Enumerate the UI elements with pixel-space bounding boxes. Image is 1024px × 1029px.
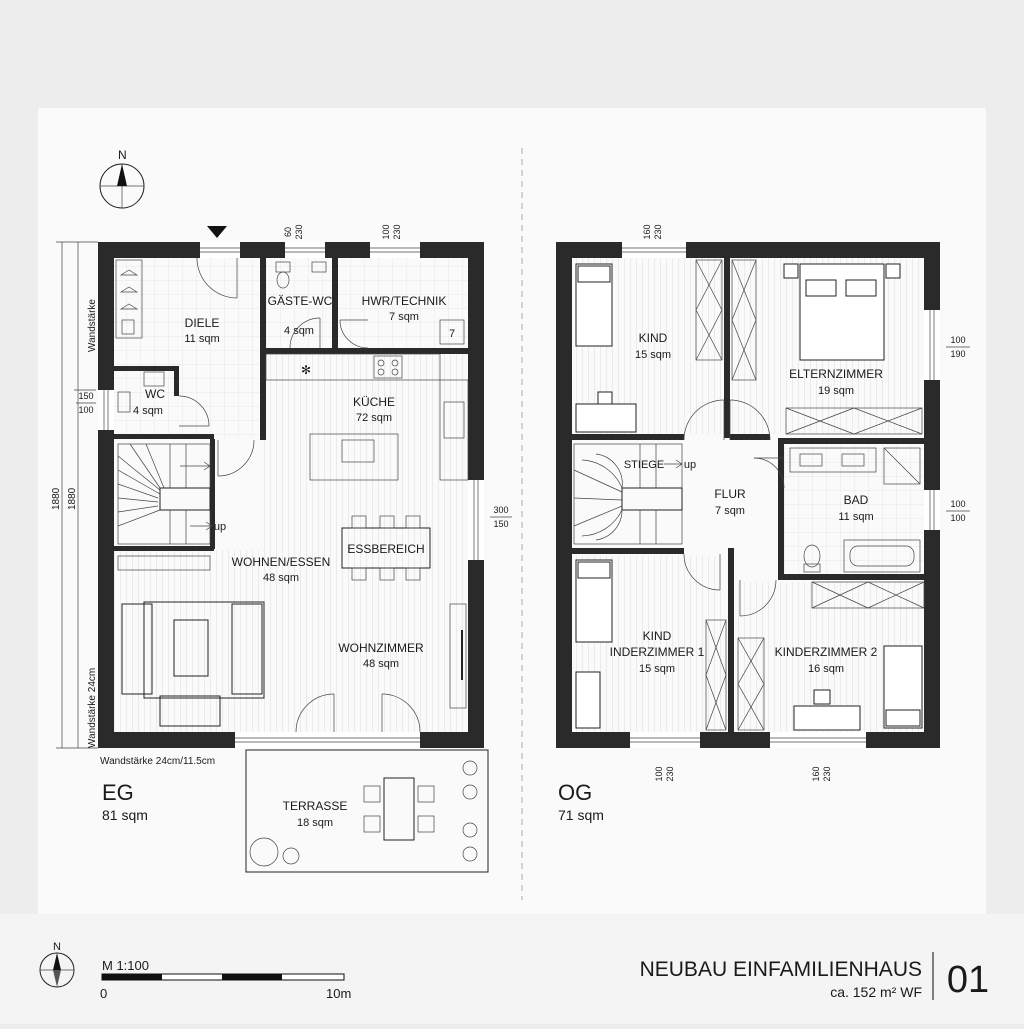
- og-dim-b2b: 230: [822, 766, 832, 781]
- eg-dim-righta: 300: [493, 505, 508, 515]
- room-kueche-area: 72 sqm: [356, 412, 392, 424]
- room-wc-name: WC: [145, 387, 165, 401]
- room-hwr-name: HWR/TECHNIK: [362, 294, 447, 308]
- room-kind2-area: 16 sqm: [808, 663, 844, 675]
- og-floor-plan: STIEGE up 160 230 100 190 100 100 100 23…: [556, 224, 970, 823]
- og-staircase: STIEGE up: [573, 443, 696, 545]
- room-kind1-name1: KIND: [643, 629, 672, 643]
- entrance-marker-icon: [207, 226, 227, 238]
- north-label-footer: N: [53, 941, 61, 953]
- north-arrow-footer-icon: N: [39, 941, 75, 988]
- eg-dim-w1a: 60: [283, 227, 293, 237]
- room-diele-name: DIELE: [185, 316, 220, 330]
- north-label: N: [118, 148, 127, 162]
- eg-side-label-bottom: Wandstärke 24cm: [87, 668, 98, 748]
- room-bad-name: BAD: [844, 493, 869, 507]
- room-wohnen-essen-area: 48 sqm: [263, 572, 299, 584]
- og-dim-b1a: 100: [654, 766, 664, 781]
- eg-floor-label: EG: [102, 780, 134, 805]
- og-dim-topa: 160: [642, 224, 652, 239]
- scale-bar: [101, 973, 345, 981]
- og-floor-label: OG: [558, 780, 592, 805]
- room-hwr-area: 7 sqm: [389, 311, 419, 323]
- room-eltern-name: ELTERNZIMMER: [789, 367, 883, 381]
- title-block: N M 1:100 0 10m NEUBAU EINFAMILIENHAUS c…: [39, 941, 989, 1001]
- room-terrasse-name: TERRASSE: [283, 799, 348, 813]
- room-essbereich-name: ESSBEREICH: [347, 542, 424, 556]
- og-dim-topb: 230: [653, 224, 663, 239]
- sheet-number: 01: [947, 959, 989, 1001]
- og-dim-r2a: 100: [950, 499, 965, 509]
- scale-end: 10m: [326, 986, 351, 1001]
- eg-side-label-top: Wandstärke: [87, 299, 98, 352]
- north-arrow-icon: N: [99, 148, 145, 209]
- og-dim-r1b: 190: [950, 349, 965, 359]
- room-flur-name: FLUR: [714, 487, 746, 501]
- room-wc-area: 4 sqm: [133, 405, 163, 417]
- plant-icon: [249, 760, 478, 867]
- eg-stairs-label: up: [214, 521, 226, 533]
- room-wohnzimmer-name: WOHNZIMMER: [338, 641, 424, 655]
- room-gaeste-wc-name: GÄSTE-WC: [268, 294, 333, 308]
- room-kind-name: KIND: [639, 331, 668, 345]
- project-title: NEUBAU EINFAMILIENHAUS: [640, 958, 922, 981]
- room-wohnen-essen-name: WOHNEN/ESSEN: [232, 555, 331, 569]
- og-stairs-up: up: [684, 459, 696, 471]
- og-dim-r1a: 100: [950, 335, 965, 345]
- eg-dim-rightb: 150: [493, 519, 508, 529]
- eg-floor-area: 81 sqm: [102, 807, 148, 823]
- terrace: [245, 749, 489, 873]
- og-floor-area: 71 sqm: [558, 807, 604, 823]
- eg-wall-note: Wandstärke 24cm/11.5cm: [100, 756, 215, 767]
- og-stairs-label: STIEGE: [624, 459, 664, 471]
- og-dim-r2b: 100: [950, 513, 965, 523]
- scale-label: M 1:100: [102, 958, 149, 973]
- room-kind2-name: KINDERZIMMER 2: [775, 645, 878, 659]
- room-gaeste-wc-area: 4 sqm: [284, 325, 314, 337]
- eg-dim-wca: 150: [78, 391, 93, 401]
- og-furniture: [575, 263, 923, 731]
- eg-floor-plan: 7 ✻: [51, 224, 512, 873]
- eg-side-dim-2: 1880: [67, 487, 78, 510]
- room-wohnzimmer-area: 48 sqm: [363, 658, 399, 670]
- room-flur-area: 7 sqm: [715, 505, 745, 517]
- room-kind1-area: 15 sqm: [639, 663, 675, 675]
- eg-dim-wcb: 100: [78, 405, 93, 415]
- eg-staircase: up: [117, 443, 226, 545]
- room-kind-area: 15 sqm: [635, 349, 671, 361]
- room-terrasse-area: 18 sqm: [297, 817, 333, 829]
- og-dim-b1b: 230: [665, 766, 675, 781]
- project-subtitle: ca. 152 m² WF: [830, 984, 922, 1000]
- eg-dim-w1b: 230: [294, 224, 304, 239]
- svg-text:✻: ✻: [301, 363, 311, 377]
- room-bad-area: 11 sqm: [838, 511, 873, 523]
- eg-dim-w2a: 100: [381, 224, 391, 239]
- hanger-icon: [119, 269, 139, 335]
- kitchen-island: [309, 433, 399, 481]
- eg-side-dim-1: 1880: [51, 487, 62, 510]
- eg-dim-w2b: 230: [392, 224, 402, 239]
- og-dim-b2a: 160: [811, 766, 821, 781]
- room-kueche-name: KÜCHE: [353, 395, 395, 409]
- bath-fixtures: [789, 447, 921, 573]
- living-furniture: [121, 601, 265, 727]
- hwr-tag: 7: [449, 328, 455, 340]
- room-kind1-name2: INDERZIMMER 1: [610, 645, 705, 659]
- scale-start: 0: [100, 986, 107, 1001]
- room-diele-area: 11 sqm: [184, 333, 219, 345]
- room-eltern-area: 19 sqm: [818, 385, 854, 397]
